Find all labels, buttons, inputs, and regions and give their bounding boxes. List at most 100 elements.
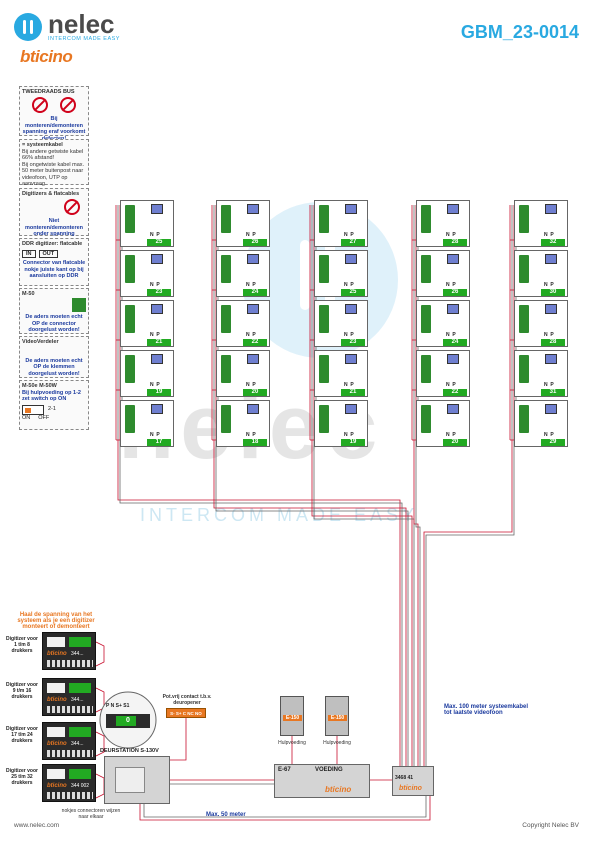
panel-terminal-block [243, 439, 267, 446]
terminal-connector-icon [221, 305, 231, 333]
terminal-connector-icon [421, 205, 431, 233]
panel-np-labels: N P [446, 432, 456, 438]
digitizer-brand: bticino [47, 741, 67, 747]
doorstation-unit [104, 756, 170, 804]
terminal-connector-icon [125, 205, 135, 233]
terminal-connector-icon [319, 355, 329, 383]
panel-terminal-block [541, 389, 565, 396]
panel-number: 27 [349, 239, 357, 245]
bus-wire [415, 440, 421, 766]
terminal-connector-icon [319, 405, 329, 433]
panel-np-labels: N P [150, 382, 160, 388]
digitizer-code: 344... [71, 697, 84, 703]
legend-digitizer-title: Digitizers & flatcables [22, 191, 80, 197]
digitizer-pins [47, 660, 93, 667]
connector-zoom-circle [99, 691, 157, 749]
legend-twowire-warning: Bij monteren/demonteren spanning eraf vo… [22, 116, 86, 142]
panel-np-labels: N P [246, 282, 256, 288]
monitor-icon [247, 254, 259, 264]
panel-np-labels: N P [246, 332, 256, 338]
legend-digitizer: Digitizers & flatcables Niet monteren/de… [19, 188, 89, 244]
monitor-icon [151, 404, 163, 414]
panel-number: 19 [349, 439, 357, 445]
video-distributor: 3468 41 bticino [392, 766, 434, 796]
bus-wire [313, 440, 415, 766]
terminal-connector-icon [221, 405, 231, 433]
panel-np-labels: N P [150, 232, 160, 238]
legend-twowire-title: TWEEDRAADS BUS [22, 89, 75, 95]
digitizer-terminal [69, 769, 91, 779]
panel-np-labels: N P [446, 332, 456, 338]
digitizer-ribbon-wire [95, 687, 105, 713]
monitor-icon [545, 354, 557, 364]
psu-1-model: E-150 [283, 715, 302, 721]
footer-website: www.nelec.com [14, 822, 60, 829]
bus-wire [119, 440, 403, 766]
panel-number: 20 [451, 439, 459, 445]
terminal-connector-icon [221, 255, 231, 283]
monitor-icon [151, 354, 163, 364]
legend-ddr: DDR digitizer: flatcable IN OUT Connecto… [19, 238, 89, 286]
station-distributor-wire [139, 796, 431, 821]
terminal-connector-icon [319, 205, 329, 233]
panel-number: 19 [155, 389, 163, 395]
panel-number: 22 [451, 389, 459, 395]
terminal-connector-icon [221, 205, 231, 233]
panel-number: 24 [251, 289, 259, 295]
digitizer-chip-icon [47, 683, 65, 693]
monitor-icon [247, 404, 259, 414]
switch-on: ON [22, 414, 31, 421]
panel-np-labels: N P [446, 382, 456, 388]
legend-videoverdeler: VideoVerdeler De aders moeten echt OP de… [19, 336, 89, 378]
panel-terminal-block [341, 239, 365, 246]
main-power-supply: E-67 VOEDING bticino [274, 764, 370, 798]
panel-np-labels: N P [544, 332, 554, 338]
document-id: GBM_23-0014 [460, 22, 579, 42]
nelec-logo-icon [14, 13, 42, 41]
door-opener-title: Pot.vrij contact t.b.v. deuropener [162, 694, 212, 706]
digitizer-terminal [69, 637, 91, 647]
panel-np-labels: N P [344, 432, 354, 438]
monitor-icon [151, 254, 163, 264]
digitizer-pins [47, 792, 93, 799]
panel-terminal-block [443, 439, 467, 446]
terminal-connector-icon [125, 355, 135, 383]
monitor-icon [545, 404, 557, 414]
digitizer-ribbon-wire [95, 641, 105, 667]
bus-wire [117, 440, 401, 766]
bus-wire [311, 440, 413, 766]
switch-pins: 2-1 [48, 406, 56, 413]
nelec-logo: nelec INTERCOM MADE EASY [14, 11, 120, 42]
panel-terminal-block [443, 239, 467, 246]
legend-videoverdeler-title: VideoVerdeler [22, 339, 59, 345]
panel-number: 32 [549, 239, 557, 245]
monitor-icon [151, 304, 163, 314]
power-supply-2: E-150 [325, 696, 349, 736]
terminal-connector-icon [421, 405, 431, 433]
terminal-connector-icon [421, 255, 431, 283]
bus-wire [213, 440, 407, 766]
panel-np-labels: N P [246, 432, 256, 438]
panel-number: 24 [451, 339, 459, 345]
door-opener-wire [170, 718, 187, 761]
digitizer-ribbon-wire [95, 773, 105, 799]
legend-ddr-warning: Connector van flatcable nokje juiste kan… [22, 260, 86, 279]
panel-number: 23 [155, 289, 163, 295]
terminal-connector-icon [421, 305, 431, 333]
monitor-icon [345, 254, 357, 264]
terminal-connector-icon [519, 355, 529, 383]
switch-off: OFF [38, 414, 50, 421]
digitizer-brand: bticino [47, 651, 67, 657]
panel-number: 21 [349, 389, 357, 395]
monitor-icon [247, 304, 259, 314]
panel-terminal-block [147, 239, 171, 246]
terminal-connector-icon [519, 255, 529, 283]
